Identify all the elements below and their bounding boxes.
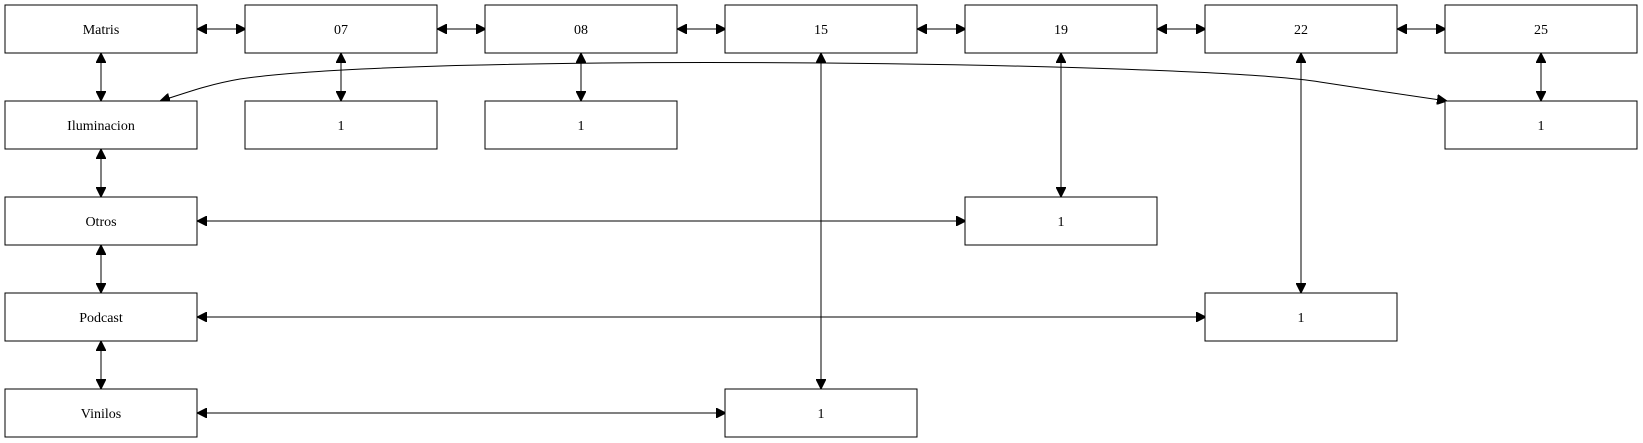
node-iluminacion-label: Iluminacion — [67, 119, 135, 134]
node-vinilos: Vinilos — [4, 388, 198, 438]
node-podcast-label: Podcast — [79, 311, 123, 326]
node-col-15-label: 15 — [814, 23, 828, 38]
edges — [101, 29, 1541, 413]
node-vinilos-label: Vinilos — [81, 407, 121, 422]
cell-value: 1 — [818, 407, 825, 422]
cell-value: 1 — [338, 119, 345, 134]
cell-value: 1 — [1058, 215, 1065, 230]
node-cell-otros-19: 1 — [964, 196, 1158, 246]
node-col-22-label: 22 — [1294, 23, 1308, 38]
node-cell-podcast-22: 1 — [1204, 292, 1398, 342]
cell-value: 1 — [578, 119, 585, 134]
node-matris-label: Matris — [83, 23, 120, 38]
edge-iluminacion-cell-25 — [160, 62, 1447, 101]
node-otros: Otros — [4, 196, 198, 246]
node-cell-iluminacion-25: 1 — [1444, 100, 1638, 150]
node-col-22: 22 — [1204, 4, 1398, 54]
node-col-07: 07 — [244, 4, 438, 54]
node-col-08: 08 — [484, 4, 678, 54]
node-otros-label: Otros — [85, 215, 116, 230]
node-cell-iluminacion-08: 1 — [484, 100, 678, 150]
cell-value: 1 — [1538, 119, 1545, 134]
node-matris: Matris — [4, 4, 198, 54]
node-cell-iluminacion-07: 1 — [244, 100, 438, 150]
node-podcast: Podcast — [4, 292, 198, 342]
node-col-19: 19 — [964, 4, 1158, 54]
node-col-25-label: 25 — [1534, 23, 1548, 38]
node-iluminacion: Iluminacion — [4, 100, 198, 150]
node-col-08-label: 08 — [574, 23, 588, 38]
nodes: Matris 07 08 15 19 22 25 Iluminac — [4, 4, 1638, 438]
node-col-15: 15 — [724, 4, 918, 54]
node-cell-vinilos-15: 1 — [724, 388, 918, 438]
node-col-19-label: 19 — [1054, 23, 1068, 38]
node-col-25: 25 — [1444, 4, 1638, 54]
cell-value: 1 — [1298, 311, 1305, 326]
node-col-07-label: 07 — [334, 23, 348, 38]
